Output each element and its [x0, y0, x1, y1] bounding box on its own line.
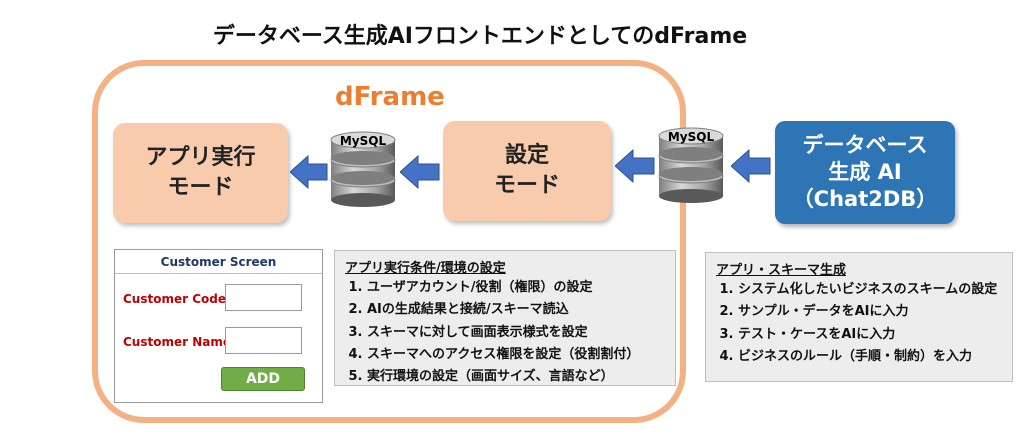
dframe-label: dFrame — [335, 82, 445, 112]
list-item: AIの生成結果と接続/スキーマ読込 — [367, 302, 667, 318]
list-item: システム化したいビジネスのスキームの設定 — [738, 282, 1004, 298]
ai-note-list: システム化したいビジネスのスキームの設定 サンプル・データをAIに入力 テスト・… — [706, 282, 1012, 365]
settings-note-list: ユーザアカウント/役割（権限）の設定 AIの生成結果と接続/スキーマ読込 スキー… — [335, 280, 675, 385]
mysql-database-icon: MySQL — [330, 131, 396, 207]
app-run-mode-box: アプリ実行 モード — [113, 123, 288, 223]
mysql-label: MySQL — [340, 134, 387, 148]
mysql-label: MySQL — [668, 130, 715, 144]
left-arrow-icon — [731, 148, 771, 184]
ai-box-label: データベース 生成 AI （Chat2DB） — [792, 132, 938, 212]
customer-code-label: Customer Code — [123, 292, 226, 306]
settings-note: アプリ実行条件/環境の設定 ユーザアカウント/役割（権限）の設定 AIの生成結果… — [334, 250, 676, 386]
mysql-database-icon: MySQL — [658, 127, 724, 203]
left-arrow-icon — [400, 154, 440, 190]
customer-name-label: Customer Name — [123, 335, 231, 349]
diagram-title: データベース生成AIフロントエンドとしてのdFrame — [212, 24, 748, 49]
list-item: ビジネスのルール（手順・制約）を入力 — [738, 349, 1004, 365]
list-item: テスト・ケースをAIに入力 — [738, 327, 1004, 343]
customer-code-input[interactable] — [225, 284, 302, 311]
list-item: サンプル・データをAIに入力 — [738, 304, 1004, 320]
ai-note-heading: アプリ・スキーマ生成 — [716, 263, 847, 278]
add-button[interactable]: ADD — [221, 367, 305, 391]
list-item: スキーマに対して画面表示様式を設定 — [367, 325, 667, 341]
settings-mode-box: 設定 モード — [443, 121, 611, 221]
left-arrow-icon — [615, 148, 655, 184]
settings-mode-label: 設定 モード — [493, 143, 560, 198]
settings-note-heading: アプリ実行条件/環境の設定 — [345, 261, 506, 276]
customer-name-input[interactable] — [225, 327, 302, 354]
app-run-mode-label: アプリ実行 モード — [145, 145, 256, 200]
customer-screen-mockup: Customer Screen Customer Code Customer N… — [114, 249, 323, 403]
list-item: スキーマへのアクセス権限を設定（役割割付） — [367, 347, 667, 363]
ai-generation-note: アプリ・スキーマ生成 システム化したいビジネスのスキームの設定 サンプル・データ… — [705, 252, 1013, 382]
database-generation-ai-box: データベース 生成 AI （Chat2DB） — [775, 121, 955, 224]
customer-screen-title: Customer Screen — [115, 250, 322, 274]
left-arrow-icon — [290, 154, 328, 190]
list-item: 実行環境の設定（画面サイズ、言語など） — [367, 369, 667, 385]
list-item: ユーザアカウント/役割（権限）の設定 — [367, 280, 667, 296]
